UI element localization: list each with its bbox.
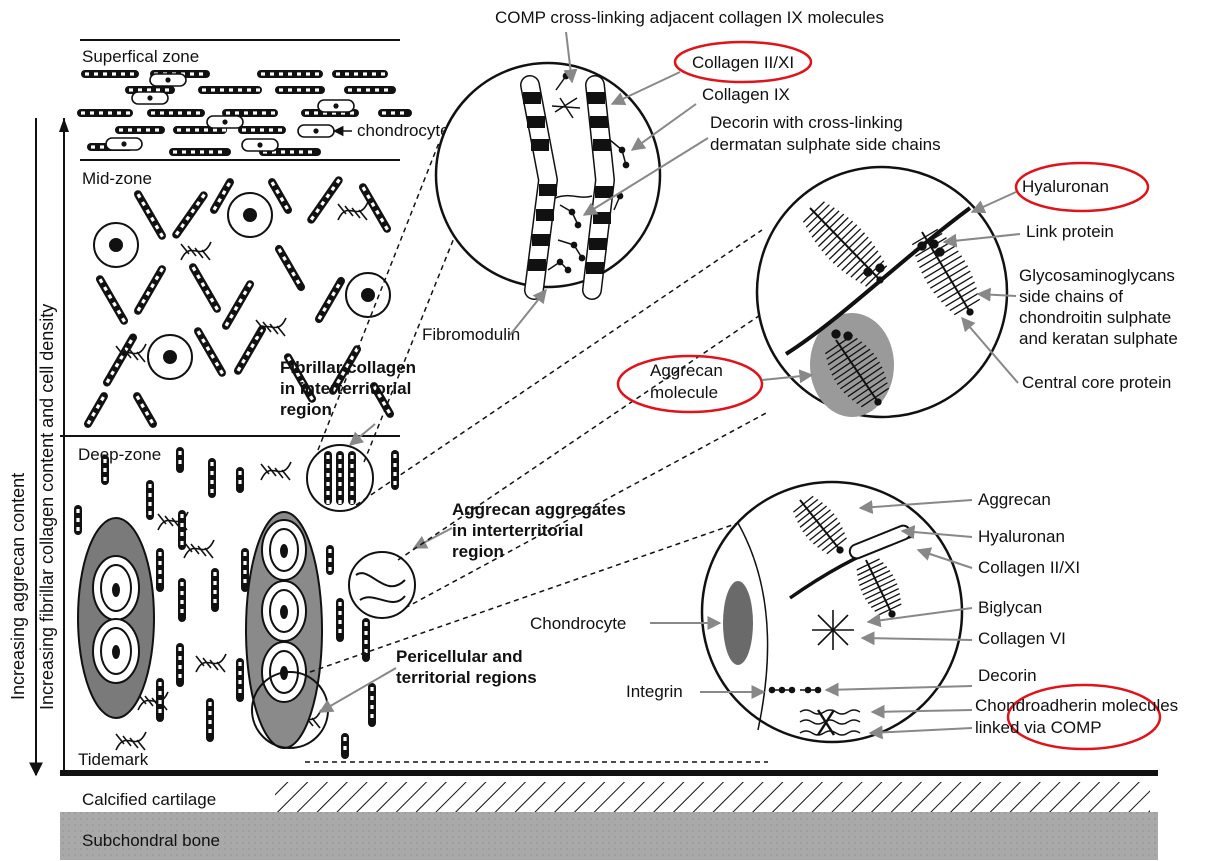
zone-label-deep: Deep-zone [78, 445, 161, 464]
bottom-layers [60, 770, 1158, 860]
label-collagen-2-11: Collagen II/XI [692, 53, 794, 72]
axis-label-fibrillar: Increasing fibrillar collagen content an… [37, 304, 57, 710]
svg-text:in interterritorial: in interterritorial [452, 521, 583, 540]
label-decorin-cell: Decorin [978, 666, 1037, 685]
label-chondrocyte-cell: Chondrocyte [530, 614, 626, 633]
label-gag-2: side chains of [1019, 287, 1123, 306]
svg-text:Aggrecan aggregates: Aggrecan aggregates [452, 500, 626, 519]
layer-label-subchondral: Subchondral bone [82, 831, 220, 850]
deep-cell-column-left [78, 518, 154, 718]
label-gag-4: and keratan sulphate [1019, 329, 1178, 348]
axis-label-aggrecan: Increasing aggrecan content [8, 473, 28, 700]
region-label-fibrillar: Fibrillar collagen in interterritorial r… [280, 358, 416, 445]
deep-cell-column-right [246, 512, 328, 748]
label-collagen-9: Collagen IX [702, 85, 790, 104]
label-link-protein: Link protein [1026, 222, 1114, 241]
label-fibromodulin: Fibromodulin [422, 325, 520, 344]
label-collagen-2-11-cell: Collagen II/XI [978, 558, 1080, 577]
region-label-aggregates: Aggrecan aggregates in interterritorial … [414, 500, 626, 561]
zone-label-mid: Mid-zone [82, 169, 152, 188]
mid-zone-cells [94, 193, 390, 379]
svg-text:Pericellular and: Pericellular and [396, 647, 523, 666]
label-core-protein: Central core protein [1022, 373, 1171, 392]
layer-label-calcified: Calcified cartilage [82, 790, 216, 809]
label-aggrecan-molecule-1: Aggrecan [650, 361, 723, 380]
label-decorin-line1: Decorin with cross-linking [710, 113, 903, 132]
label-comp-crosslink: COMP cross-linking adjacent collagen IX … [495, 8, 884, 27]
label-chondroadherin-2: linked via COMP [975, 718, 1102, 737]
svg-text:territorial regions: territorial regions [396, 668, 537, 687]
label-collagen-6: Collagen VI [978, 629, 1066, 648]
zone-label-tidemark: Tidemark [78, 750, 149, 769]
label-hyaluronan-cell: Hyaluronan [978, 527, 1065, 546]
svg-text:region: region [280, 400, 332, 419]
superficial-fibres [77, 70, 412, 156]
zone-label-superficial: Superfical zone [82, 47, 199, 66]
fibrillar-zoom-circle [307, 445, 373, 511]
aggrecan-circle [757, 167, 1007, 417]
chondrocyte-label: chondrocyte [357, 121, 450, 140]
label-gag-1: Glycosaminoglycans [1019, 266, 1175, 285]
depth-axis: Increasing aggrecan content Increasing f… [8, 118, 69, 775]
label-decorin-line2: dermatan sulphate side chains [710, 135, 941, 154]
cell-circle [702, 482, 962, 742]
label-chondroadherin-1: Chondroadherin molecules [975, 696, 1178, 715]
label-aggrecan-cell: Aggrecan [978, 490, 1051, 509]
label-gag-3: chondroitin sulphate [1019, 308, 1171, 327]
label-biglycan: Biglycan [978, 598, 1042, 617]
label-hyaluronan-agg: Hyaluronan [1022, 177, 1109, 196]
label-aggrecan-molecule-2: molecule [650, 383, 718, 402]
label-integrin: Integrin [626, 682, 683, 701]
